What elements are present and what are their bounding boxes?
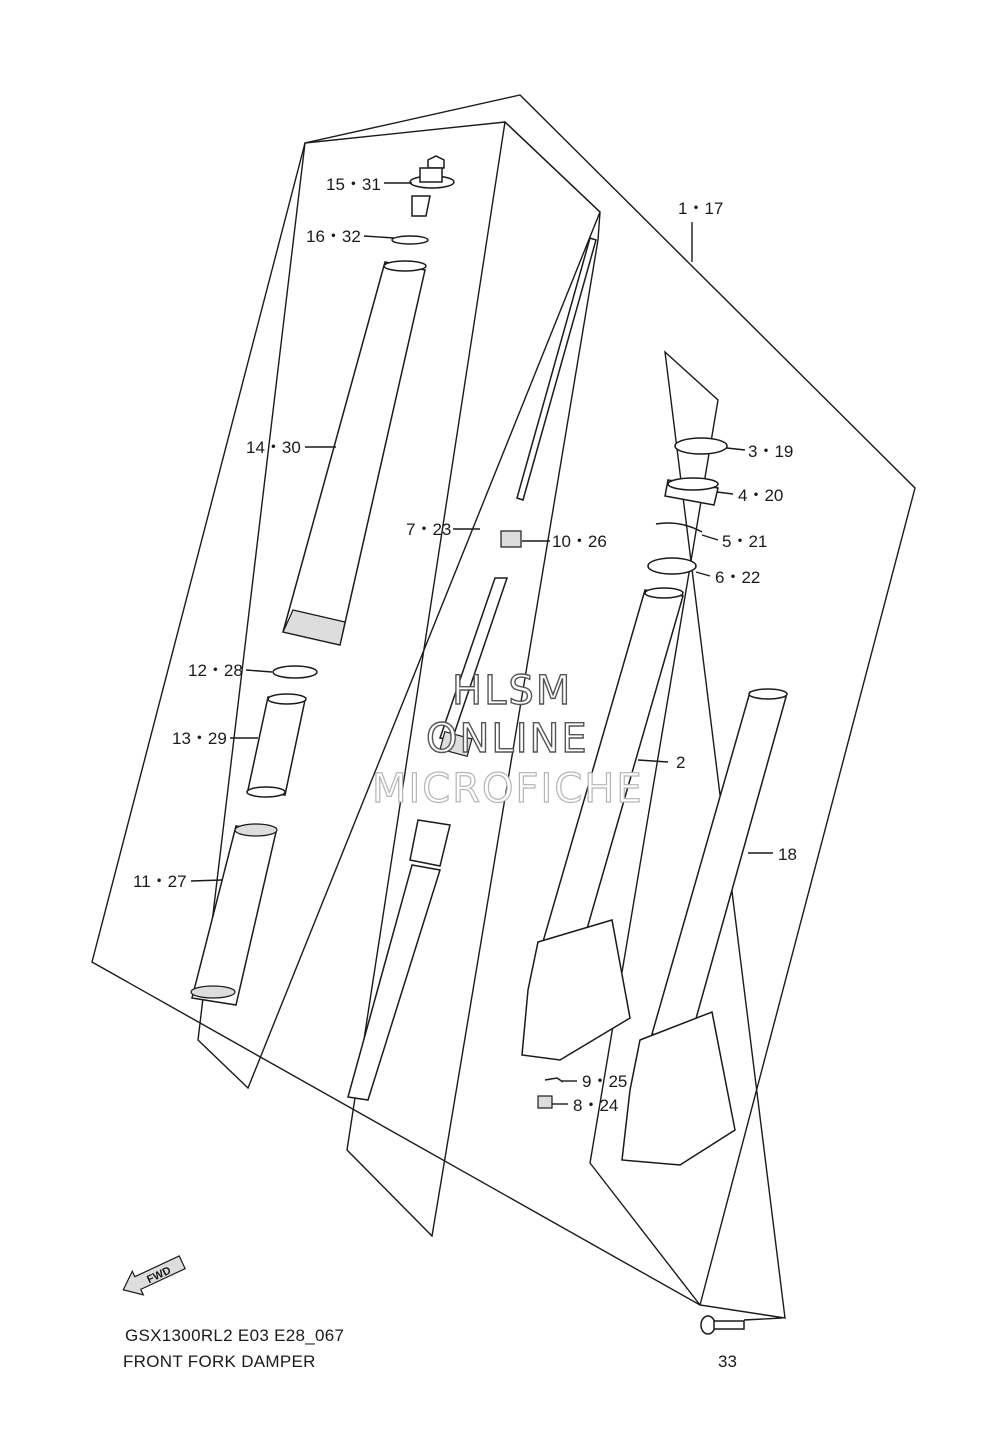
watermark-line-2: ONLINE xyxy=(426,716,589,762)
fwd-arrow-icon: FWD xyxy=(122,1255,186,1296)
leader-5 xyxy=(701,534,719,541)
watermark-line-3: MICROFICHE xyxy=(372,766,644,812)
callout-8-24: 8・24 xyxy=(573,1096,618,1115)
part-damper-rod xyxy=(347,237,597,1101)
callout-7-23: 7・23 xyxy=(406,520,451,539)
callout-2: 2 xyxy=(676,753,685,772)
callout-18: 18 xyxy=(778,845,797,864)
diagram-title: FRONT FORK DAMPER xyxy=(123,1352,316,1371)
leader-3 xyxy=(726,447,746,451)
callout-15-31: 15・31 xyxy=(326,175,381,194)
group-frame-right xyxy=(589,350,786,1319)
callout-5-21: 5・21 xyxy=(722,532,767,551)
watermark-line-1: HLSM xyxy=(452,668,572,714)
part-seal-4 xyxy=(664,477,719,506)
group-frame-middle xyxy=(346,120,601,1238)
part-clip-5 xyxy=(655,522,703,533)
callout-33: 33 xyxy=(718,1352,737,1371)
part-inner-tube-left xyxy=(521,587,684,1061)
callout-11-27: 11・27 xyxy=(133,872,187,891)
part-cap-bolt xyxy=(409,155,455,217)
diagram-code: GSX1300RL2 E03 E28_067 xyxy=(125,1326,344,1345)
callout-4-20: 4・20 xyxy=(738,486,783,505)
callout-1-17: 1・17 xyxy=(678,199,723,218)
leader-16 xyxy=(363,235,395,239)
leader-4 xyxy=(716,491,734,495)
leader-2 xyxy=(637,759,669,763)
part-nut xyxy=(500,530,522,548)
callout-3-19: 3・19 xyxy=(748,442,793,461)
callout-10-26: 10・26 xyxy=(552,532,607,551)
part-spring xyxy=(190,823,278,1006)
assembly-frame-outer xyxy=(91,94,916,1307)
part-ring-3 xyxy=(674,437,728,455)
part-washer-9 xyxy=(544,1077,564,1083)
callout-16-32: 16・32 xyxy=(306,227,361,246)
leader-11 xyxy=(190,879,223,882)
part-ring-6 xyxy=(647,557,697,575)
part-outer-tube xyxy=(282,260,427,646)
callout-12-28: 12・28 xyxy=(188,661,243,680)
part-inner-tube-right xyxy=(621,688,788,1166)
part-o-ring xyxy=(391,235,429,245)
callout-6-22: 6・22 xyxy=(715,568,760,587)
callout-14-30: 14・30 xyxy=(246,438,301,457)
part-bolt-33 xyxy=(700,1315,745,1335)
part-bolt-8 xyxy=(537,1095,553,1109)
part-collar xyxy=(246,693,307,798)
callout-9-25: 9・25 xyxy=(582,1072,627,1091)
callout-13-29: 13・29 xyxy=(172,729,227,748)
svg-text:FWD: FWD xyxy=(145,1265,173,1286)
part-ring-12 xyxy=(272,665,318,679)
leader-6 xyxy=(695,571,711,577)
leader-33 xyxy=(743,1317,783,1321)
leader-12 xyxy=(245,669,273,673)
